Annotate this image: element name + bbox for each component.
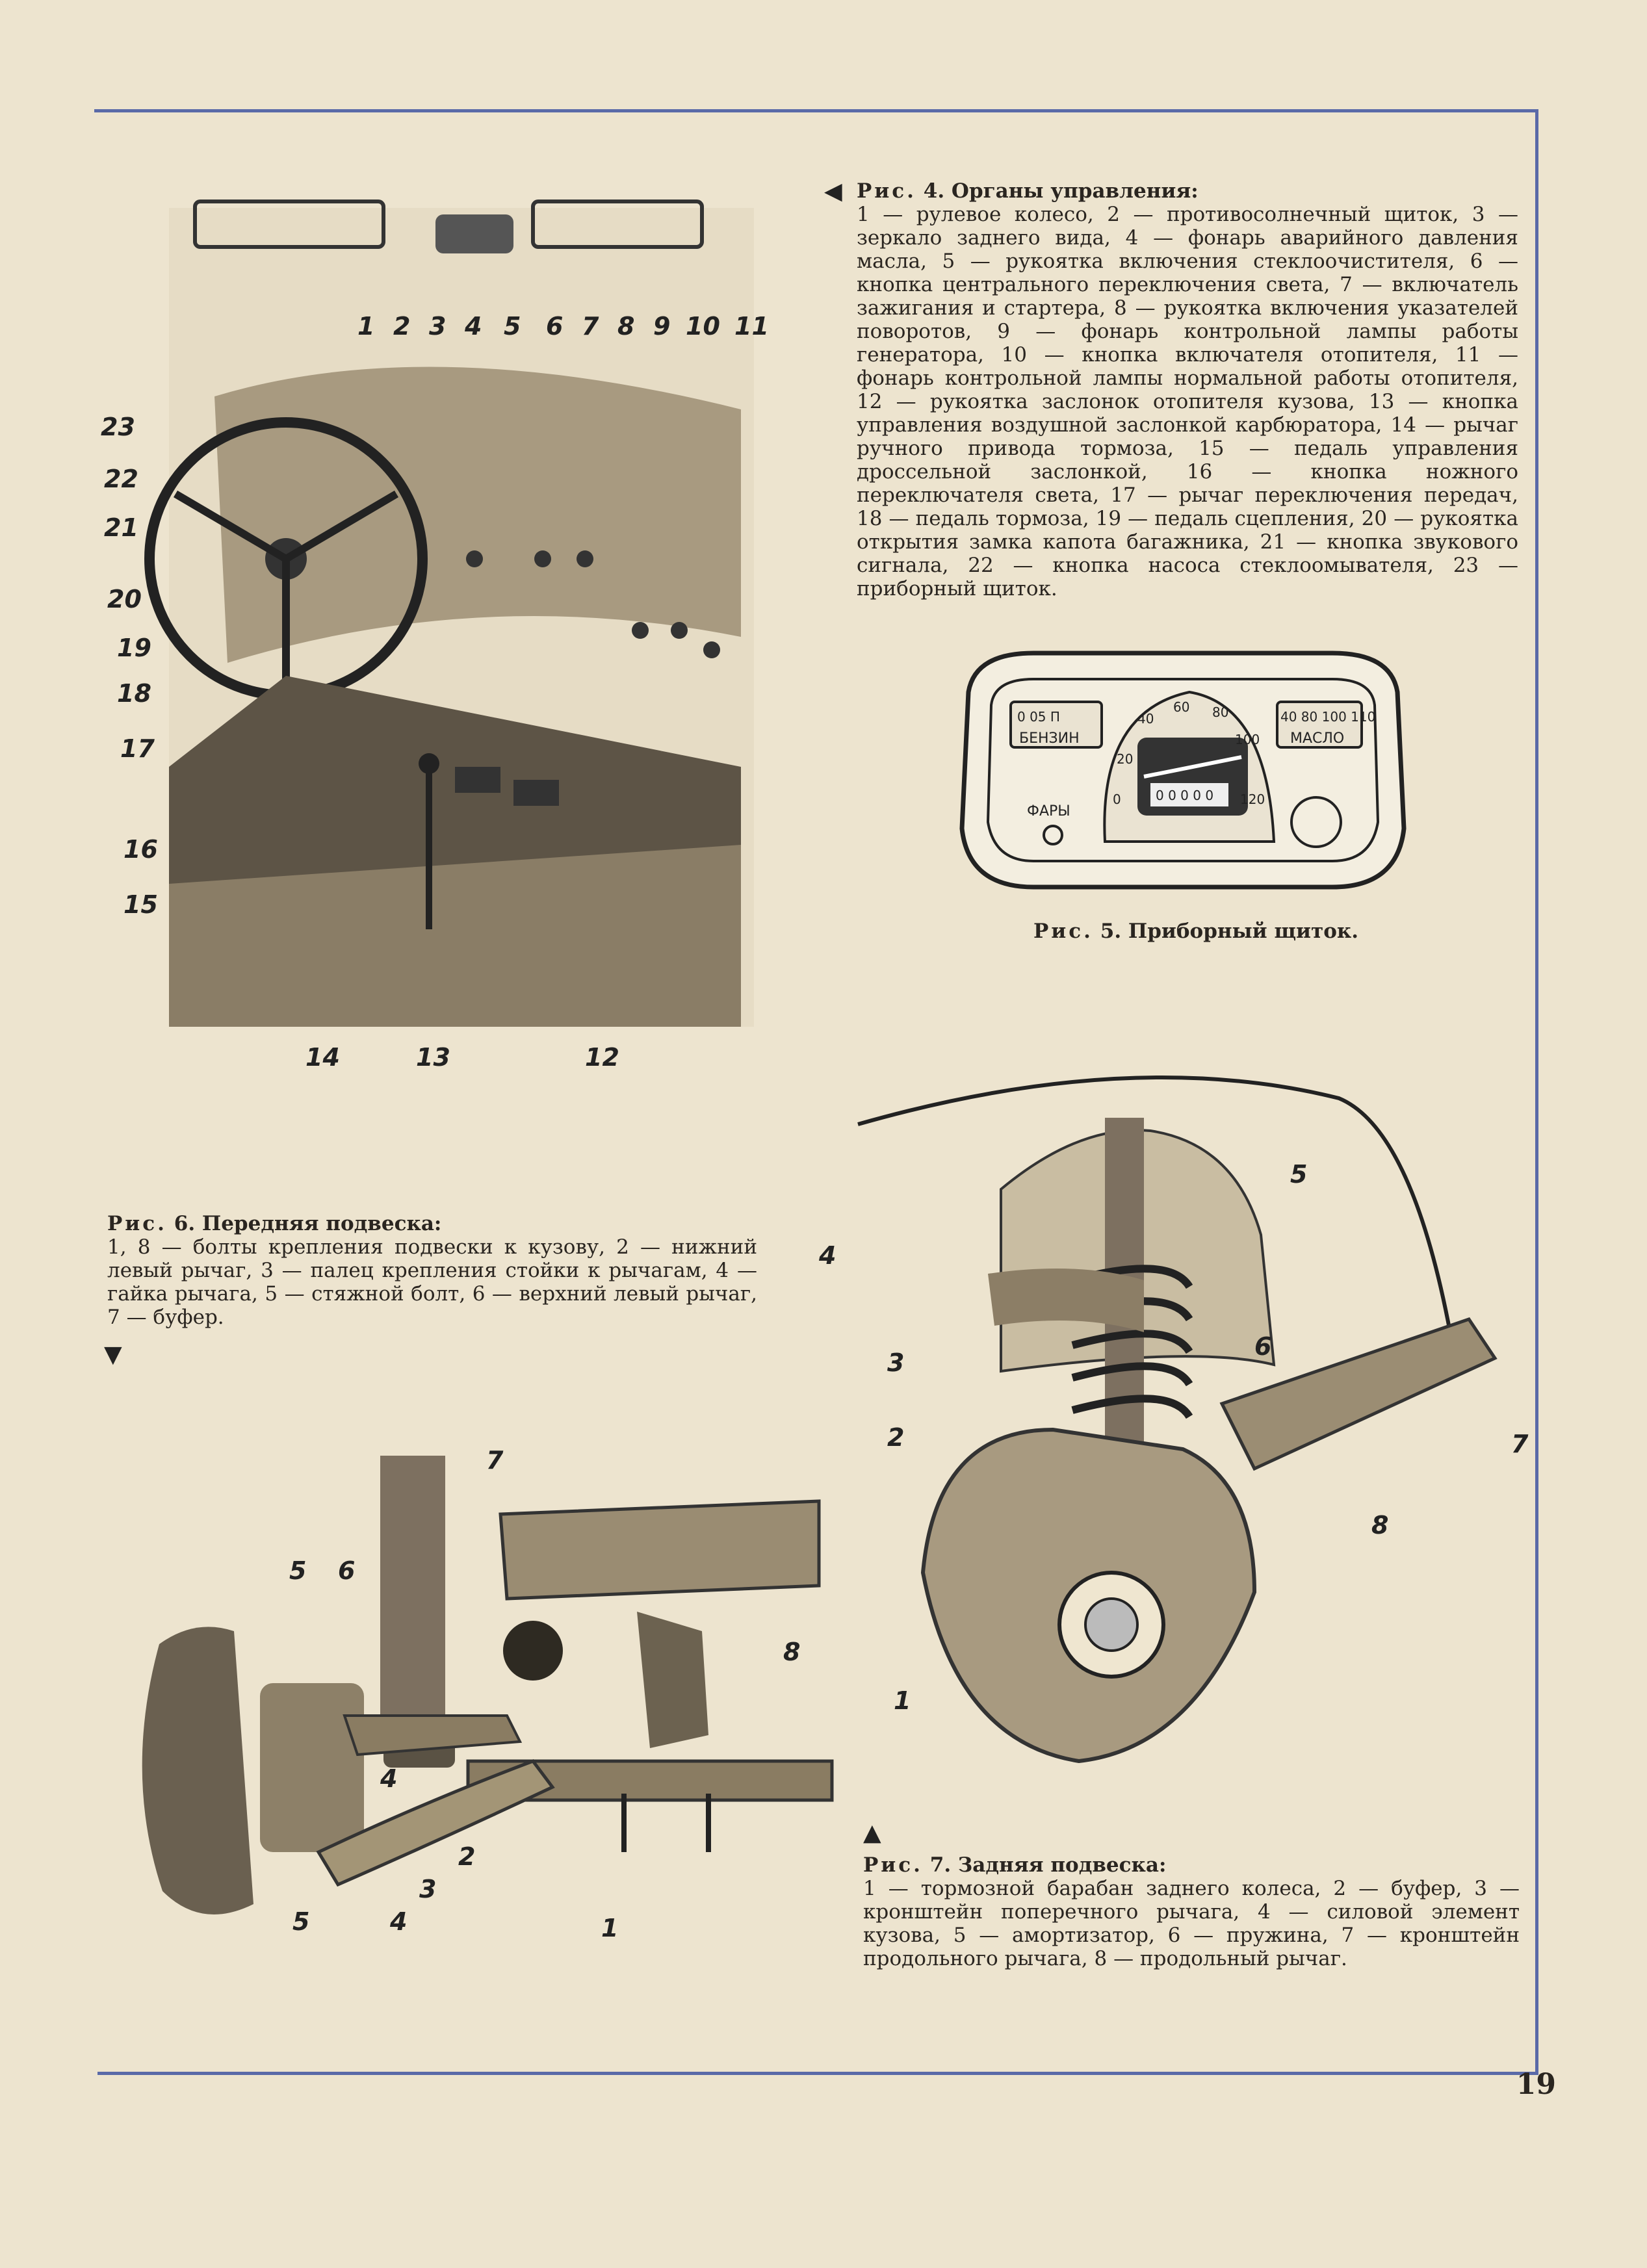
fig4-caption: Рис. 4. Органы управления: 1 — рулевое к… [857, 179, 1518, 600]
fig5-speed-100: 100 [1235, 732, 1260, 747]
fig5-speed-0: 0 [1113, 792, 1121, 807]
fig4-callout-23: 23 [101, 413, 135, 441]
fig6-callout-1: 1 [601, 1914, 618, 1942]
page-number: 19 [1516, 2068, 1556, 2101]
fig4-callout-16: 16 [123, 835, 158, 864]
fig5-speed-80: 80 [1212, 704, 1228, 720]
fig4-callout-5: 5 [504, 312, 521, 341]
frame-top-rule [94, 109, 1538, 112]
fig4-callout-8: 8 [617, 312, 634, 341]
fig4-callout-1: 1 [357, 312, 374, 341]
fig4-callout-13: 13 [416, 1043, 450, 1072]
fig6-callout-5a: 5 [289, 1556, 306, 1585]
fig4-callout-6: 6 [546, 312, 563, 341]
fig6-callout-3: 3 [419, 1875, 436, 1903]
fig4-callout-4: 4 [464, 312, 482, 341]
fig7-callout-3: 3 [887, 1348, 904, 1377]
fig5-headlights-lamp [1043, 825, 1063, 845]
fig4-callout-19: 19 [117, 634, 151, 662]
fig6-callout-7: 7 [486, 1446, 504, 1475]
fig4-callout-3: 3 [429, 312, 446, 341]
fig4-controls-illustration: 1 2 3 4 5 6 7 8 9 10 11 12 13 14 15 16 1… [91, 182, 780, 1079]
fig7-callout-6: 6 [1254, 1332, 1271, 1361]
fig4-callout-7: 7 [582, 312, 599, 341]
fig7-callout-4: 4 [818, 1241, 836, 1270]
fig5-fuel-scale: 0 05 П [1017, 709, 1060, 725]
fig4-callout-22: 22 [104, 465, 138, 493]
frame-bottom-rule [97, 2072, 1538, 2075]
fig5-oil-scale: 40 80 100 110 [1280, 709, 1375, 725]
fig6-front-suspension-illustration: 1 2 3 4 4 5 5 6 7 8 [104, 1436, 851, 1956]
fig5-caption: Рис. 5. Приборный щиток. [1033, 920, 1423, 943]
fig6-caption-title: Рис. 6. Передняя подвеска: [107, 1212, 442, 1235]
fig5-instrument-cluster: 0 05 П БЕНЗИН 40 80 100 110 МАСЛО 0 0 0 … [949, 647, 1417, 900]
fig4-pointer-arrow: ◀ [824, 178, 842, 205]
fig6-callout-5b: 5 [292, 1907, 309, 1936]
fig5-oil-label: МАСЛО [1290, 730, 1344, 747]
fig5-caption-title: Рис. 5. Приборный щиток. [1033, 920, 1359, 943]
fig5-odometer: 0 0 0 0 0 [1156, 788, 1213, 803]
fig6-callout-8: 8 [783, 1638, 800, 1666]
fig7-pointer-arrow: ▲ [863, 1820, 881, 1846]
fig4-callout-11: 11 [734, 312, 769, 341]
fig6-caption-text: 1, 8 — болты крепления подвески к кузову… [107, 1235, 757, 1329]
fig4-callout-18: 18 [117, 679, 151, 708]
fig6-callout-6: 6 [338, 1556, 355, 1585]
fig7-caption-text: 1 — тормозной барабан заднего колеса, 2 … [863, 1877, 1520, 1970]
fig7-caption-title: Рис. 7. Задняя подвеска: [863, 1853, 1167, 1877]
fig5-speed-120: 120 [1240, 792, 1265, 807]
fig4-callout-10: 10 [686, 312, 720, 341]
fig4-callout-numbers: 1 2 3 4 5 6 7 8 9 10 11 12 13 14 15 16 1… [101, 312, 769, 1072]
fig4-callout-12: 12 [585, 1043, 619, 1072]
fig6-callout-2: 2 [458, 1842, 475, 1871]
fig6-callout-4b: 4 [389, 1907, 407, 1936]
fig7-callout-5: 5 [1290, 1160, 1307, 1189]
fig5-speed-60: 60 [1173, 699, 1189, 715]
fig5-fuel-label: БЕНЗИН [1019, 730, 1080, 747]
fig6-callout-numbers: 1 2 3 4 4 5 5 6 7 8 [289, 1446, 800, 1942]
fig4-callout-14: 14 [305, 1043, 340, 1072]
fig4-callout-15: 15 [123, 890, 158, 919]
frame-right-rule [1535, 109, 1538, 2075]
fig7-callout-2: 2 [887, 1423, 904, 1452]
fig7-callout-numbers: 1 2 3 4 5 6 7 8 [818, 1160, 1529, 1715]
fig4-callout-17: 17 [120, 734, 155, 763]
fig4-callout-21: 21 [104, 513, 138, 542]
fig7-callout-8: 8 [1371, 1511, 1388, 1540]
fig6-pointer-arrow: ▼ [104, 1341, 122, 1368]
fig4-callout-20: 20 [107, 585, 142, 613]
fig4-caption-text: 1 — рулевое колесо, 2 — противосолнечный… [857, 203, 1518, 600]
fig7-rear-suspension-illustration: 1 2 3 4 5 6 7 8 [806, 1066, 1540, 1800]
fig4-caption-title: Рис. 4. Органы управления: [857, 179, 1199, 203]
fig5-speed-20: 20 [1117, 751, 1133, 767]
fig7-callout-7: 7 [1511, 1430, 1529, 1458]
fig5-headlights-label: ФАРЫ [1027, 803, 1070, 819]
fig6-caption: Рис. 6. Передняя подвеска: 1, 8 — болты … [107, 1212, 757, 1329]
fig7-caption: Рис. 7. Задняя подвеска: 1 — тормозной б… [863, 1853, 1520, 1970]
fig4-callout-2: 2 [393, 312, 410, 341]
fig5-speed-40: 40 [1137, 711, 1154, 727]
fig6-callout-4a: 4 [380, 1764, 397, 1793]
fig4-callout-9: 9 [653, 312, 670, 341]
fig7-callout-1: 1 [894, 1686, 911, 1715]
fig5-turn-indicator [1290, 796, 1342, 848]
